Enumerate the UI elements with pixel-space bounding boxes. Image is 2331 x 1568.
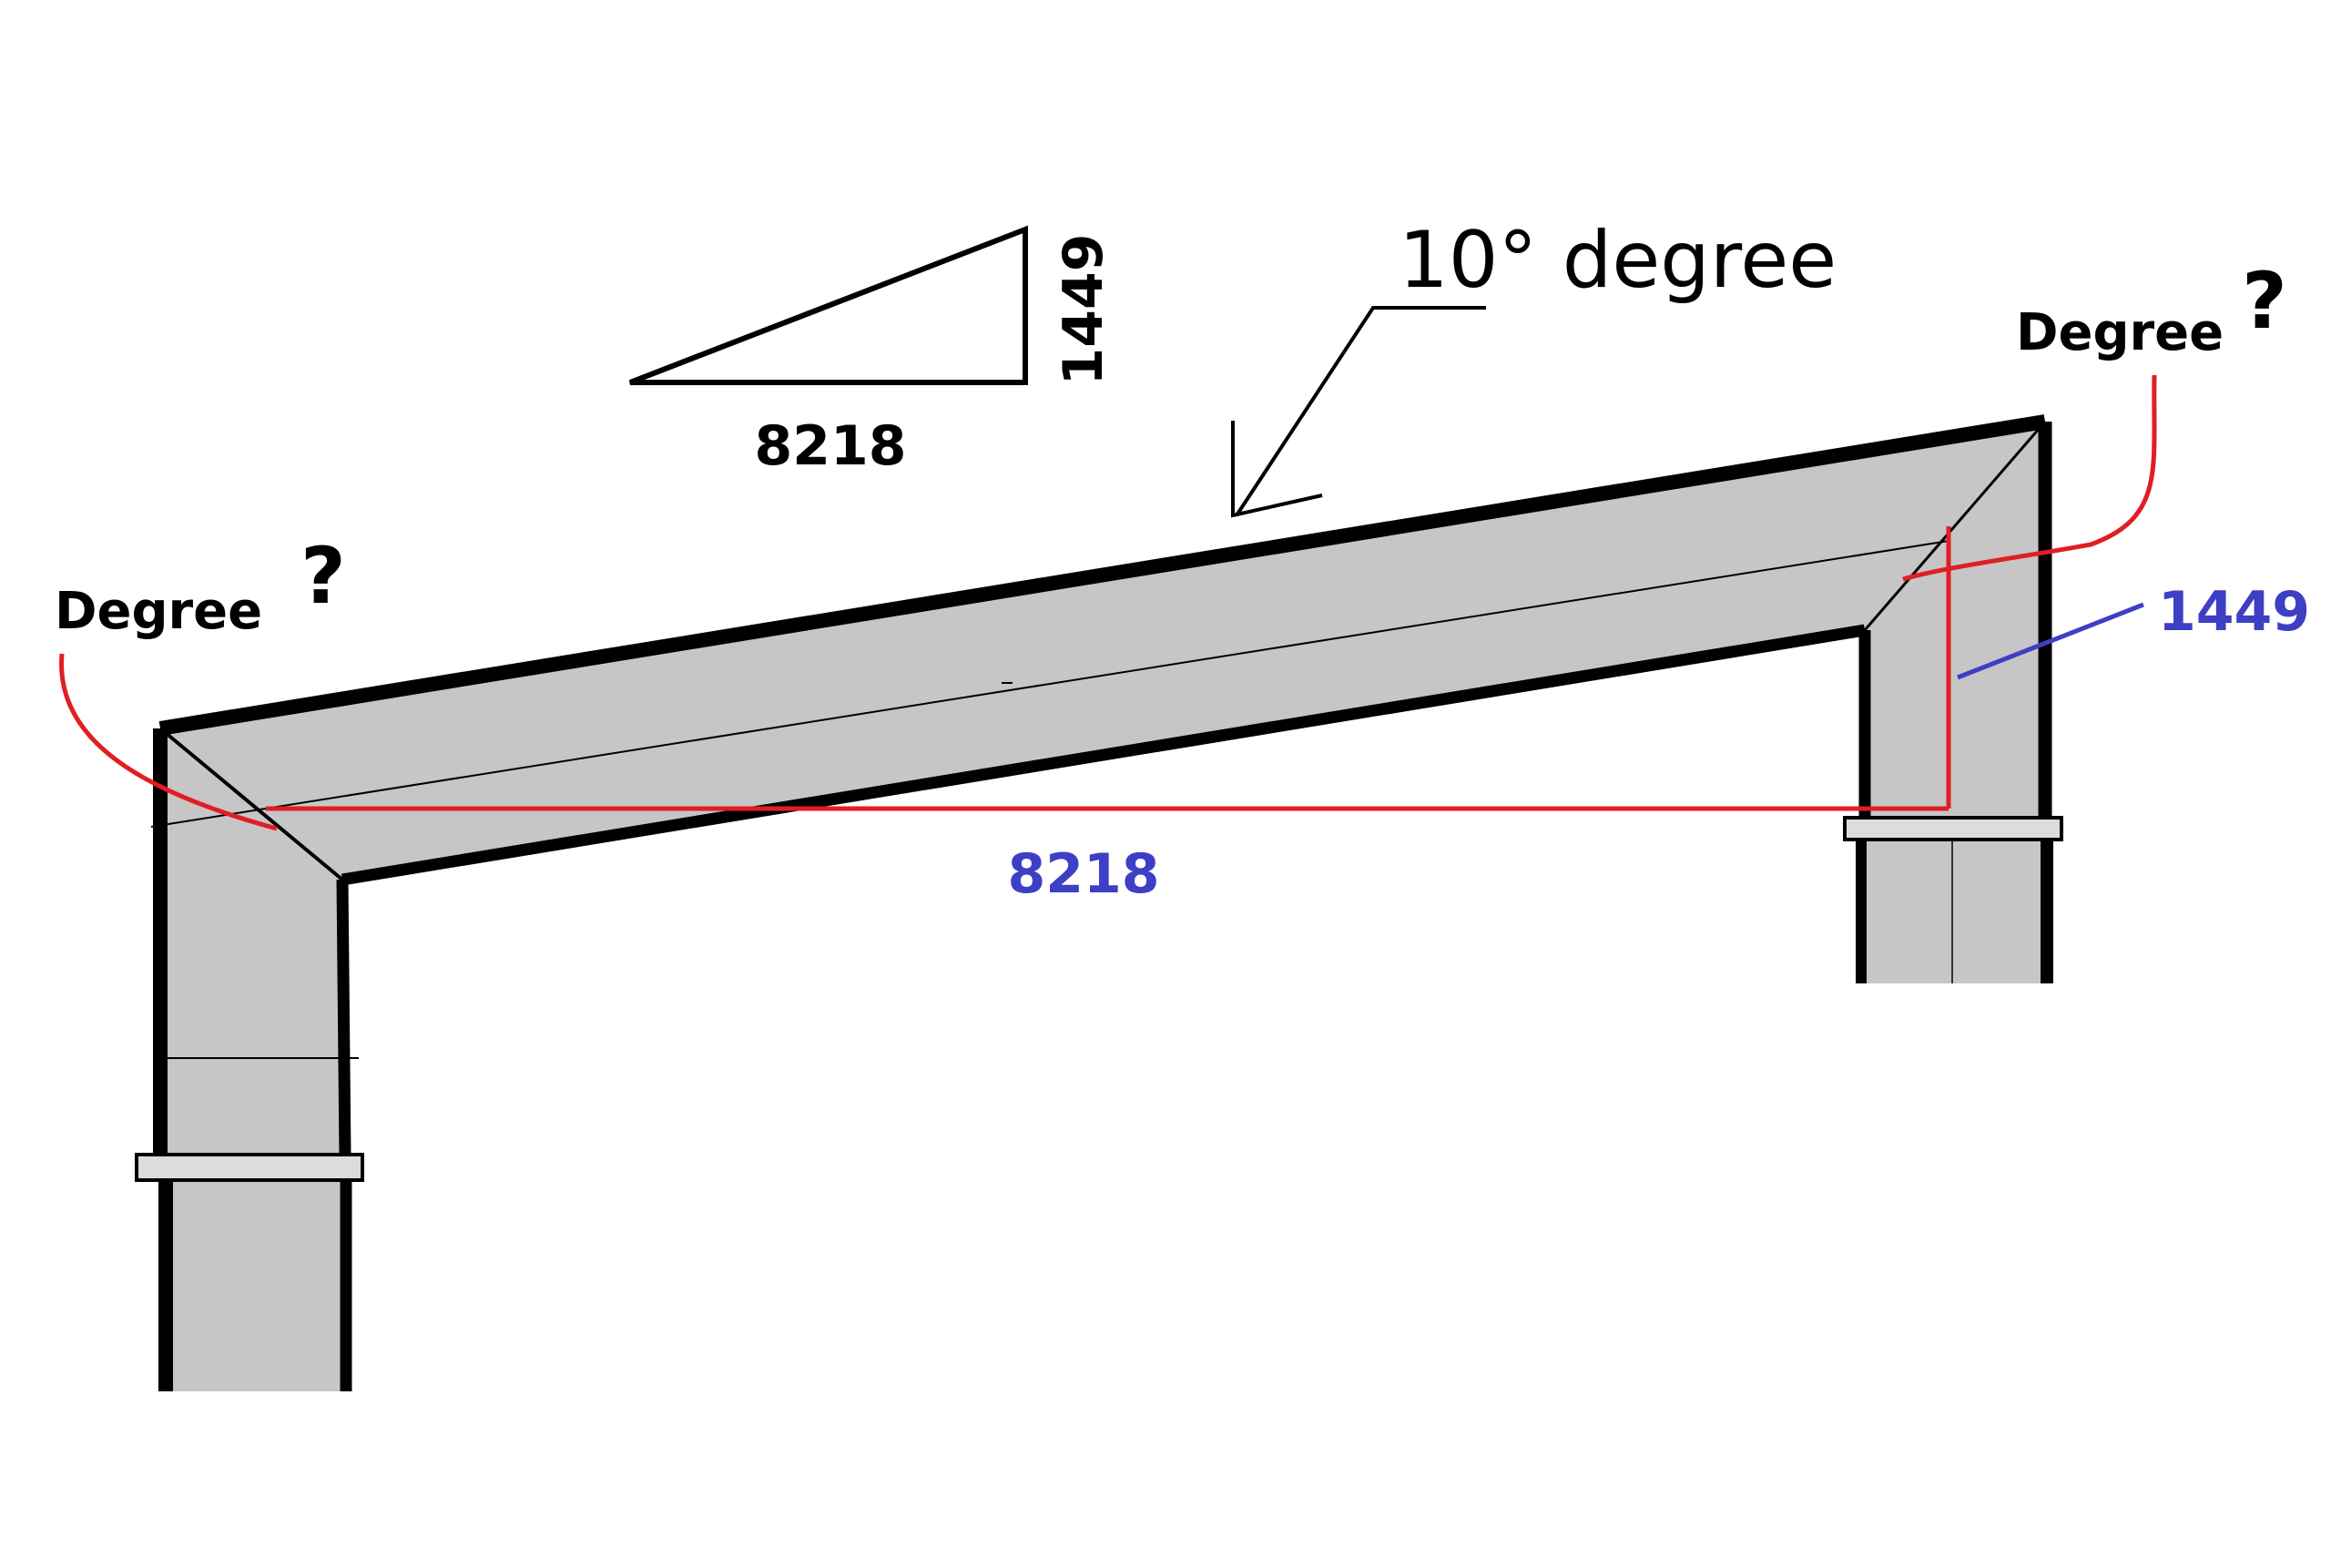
right-question-mark: ? xyxy=(2242,256,2287,347)
rafter-beam xyxy=(150,414,2047,886)
triangle-run-label: 8218 xyxy=(755,414,907,478)
rafter-fill xyxy=(160,422,2045,880)
frame-run-label: 8218 xyxy=(1008,842,1160,906)
red-measure-lines xyxy=(59,374,2157,831)
right-column-lower xyxy=(1861,840,2047,983)
left-degree-label: Degree xyxy=(55,582,262,641)
right-mitre-line xyxy=(1863,421,2047,631)
left-column xyxy=(135,728,364,1391)
right-column-upper xyxy=(1865,422,2045,820)
reference-triangle xyxy=(628,225,1028,385)
left-column-upper xyxy=(160,728,345,1156)
right-column xyxy=(1843,422,2063,983)
right-degree-leader xyxy=(1902,374,2157,582)
left-question-mark: ? xyxy=(300,531,346,622)
left-degree-leader xyxy=(59,653,278,831)
rise-leader-blue xyxy=(1957,602,2144,680)
left-mitre-line xyxy=(158,727,344,881)
frame-rise-label: 1449 xyxy=(2158,580,2310,644)
right-column-base-plate xyxy=(1843,816,2063,841)
angle-leader xyxy=(1235,306,1486,517)
angle-callout xyxy=(1231,306,1486,518)
right-degree-label: Degree xyxy=(2016,303,2224,362)
angle-note-label: 10° degree xyxy=(1399,215,1837,306)
rafter-centerline xyxy=(150,540,1949,828)
left-column-base-plate xyxy=(135,1153,364,1182)
triangle-rise-label: 1449 xyxy=(1052,234,1115,386)
left-column-lower xyxy=(166,1180,344,1391)
angle-marker xyxy=(1231,421,1323,518)
